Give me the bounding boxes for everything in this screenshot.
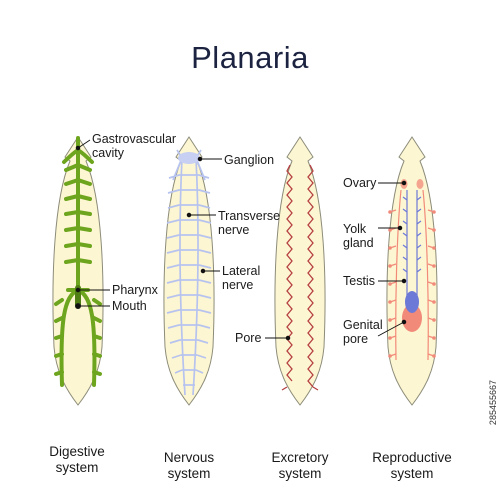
sperm-ducts bbox=[389, 189, 435, 361]
caption-nervous-system: Nervous system bbox=[163, 450, 215, 481]
worm-body-excretory bbox=[274, 136, 326, 406]
ganglion bbox=[178, 152, 200, 164]
leader-lines bbox=[75, 139, 407, 341]
nervous-worm bbox=[163, 136, 215, 406]
yolk-glands bbox=[402, 190, 422, 300]
excretory-canals bbox=[281, 164, 319, 391]
label-ovary: Ovary bbox=[343, 176, 377, 190]
label-mouth: Mouth bbox=[112, 299, 147, 313]
stock-watermark-id: 285455667 bbox=[488, 380, 498, 426]
label-transverse-nerve: Transverse nerve bbox=[218, 209, 281, 237]
genital-pore-region bbox=[402, 304, 422, 332]
sperm-duct-dots bbox=[388, 210, 436, 358]
label-pore: Pore bbox=[235, 331, 262, 345]
label-gastrovascular-cavity: Gastrovascular cavity bbox=[92, 132, 177, 160]
reproductive-worm bbox=[386, 136, 438, 406]
testis bbox=[405, 291, 419, 313]
label-ganglion: Ganglion bbox=[224, 153, 275, 167]
worm-body-reproductive bbox=[386, 136, 438, 406]
label-pharynx: Pharynx bbox=[112, 283, 158, 297]
caption-excretory-system: Excretory system bbox=[271, 450, 329, 481]
label-genital-pore: Genital pore bbox=[343, 318, 383, 346]
diagram-title: Planaria bbox=[191, 40, 309, 75]
label-lateral-nerve: Lateral nerve bbox=[222, 264, 261, 292]
ovary-right bbox=[416, 179, 424, 189]
gastrovascular-cavity bbox=[54, 136, 102, 387]
caption-digestive-system: Digestive system bbox=[49, 444, 105, 475]
digestive-worm bbox=[52, 136, 104, 406]
label-testis: Testis bbox=[343, 274, 375, 288]
excretory-worm bbox=[274, 136, 326, 406]
label-yolk-gland: Yolk gland bbox=[343, 222, 374, 250]
nerve-cords bbox=[166, 149, 212, 396]
caption-reproductive-system: Reproductive system bbox=[372, 450, 452, 481]
